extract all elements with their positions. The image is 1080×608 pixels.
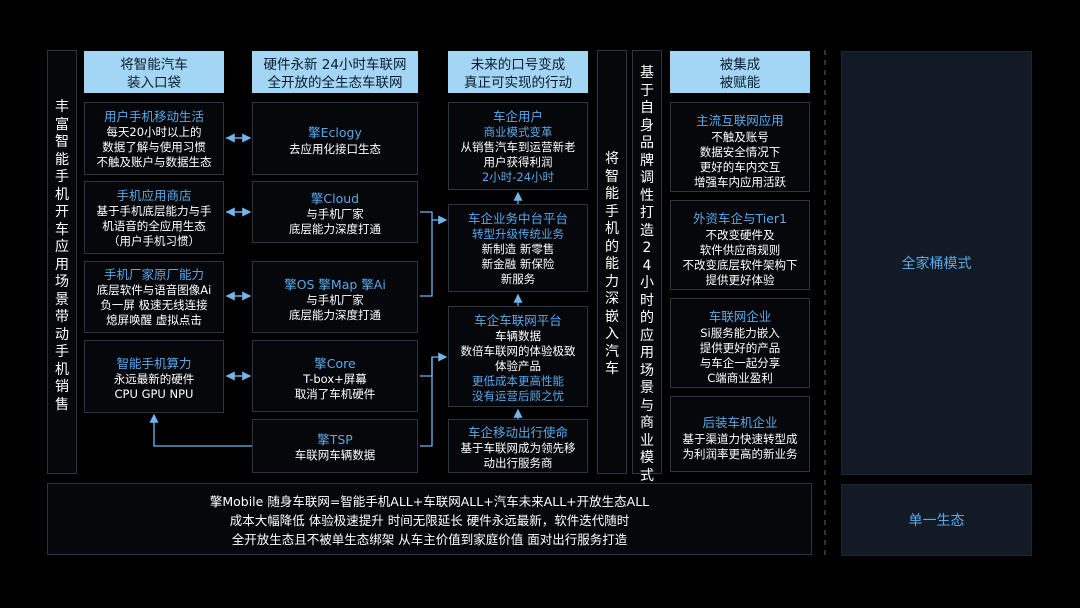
col3-box-middle-platform: 车企业务中台平台 转型升级传统业务 新制造 新零售 新金融 新保险 新服务 <box>448 204 588 292</box>
right-vertical-box: 基于自身品牌调性打造24小时的应用场景与商业模式 <box>632 50 662 484</box>
right-vertical-text: 基于自身品牌调性打造24小时的应用场景与商业模式 <box>640 65 654 484</box>
col3-box-mobility: 车企移动出行使命 基于车联网成为领先移 动出行服务商 <box>448 419 588 473</box>
bottom-summary-box: 擎Mobile 随身车联网=智能手机ALL+车联网ALL+汽车未来ALL+开放生… <box>47 483 812 555</box>
header-col3: 未来的口号变成真正可实现的行动 <box>448 51 588 93</box>
arrow-os-to-platform <box>420 220 433 297</box>
col2-box-cloud: 擎Cloud 与手机厂家 底层能力深度打通 <box>252 181 418 243</box>
col4-box-internet-apps: 主流互联网应用 不触及账号 数据安全情况下 更好的车内交互 增强车内应用活跃 <box>670 102 810 192</box>
arrow-core-to-connected <box>420 352 448 377</box>
col1-box-app-store: 手机应用商店 基于手机底层能力与手 机语音的全应用生态 （用户手机习惯） <box>84 181 224 254</box>
arrow-cloud-to-platform <box>420 211 448 225</box>
panel-full-suite-mode: 全家桶模式 <box>841 51 1032 475</box>
col4-box-foreign-oem: 外资车企与Tier1 不改变硬件及 软件供应商规则 不改变底层软件架构下 提供更… <box>670 200 810 290</box>
col1-box-mobile-life: 用户手机移动生活 每天20小时以上的 数据了解与使用习惯 不触及账户与数据生态 <box>84 102 224 175</box>
col2-box-tsp: 擎TSP 车联网车辆数据 <box>252 419 418 473</box>
left-vertical-text: 丰富智能手机开车应用场景 带动手机销售 <box>55 99 69 413</box>
header-col1: 将智能汽车装入口袋 <box>84 51 224 93</box>
arrow-tsp-to-compute <box>149 413 252 447</box>
col3-box-connected-platform: 车企车联网平台 车辆数据 数倍车联网的体验极致 体验产品 更低成本更高性能 没有… <box>448 306 588 407</box>
col1-box-compute: 智能手机算力 永远最新的硬件 CPU GPU NPU <box>84 340 224 413</box>
left-vertical-box: 丰富智能手机开车应用场景 带动手机销售 <box>47 50 77 474</box>
col2-box-core: 擎Core T-box+屏幕 取消了车机硬件 <box>252 340 418 412</box>
middle-vertical-text: 将智能手机的能力深嵌入汽车 <box>605 151 619 377</box>
col3-box-users: 车企用户 商业模式变革 从销售汽车到运营新老 用户获得利润 2小时-24小时 <box>448 102 588 190</box>
arrow-tsp-to-connected <box>420 357 433 447</box>
col2-box-os-map-ai: 擎OS 擎Map 擎Ai 与手机厂家 底层能力深度打通 <box>252 261 418 333</box>
panel-single-ecosystem: 单一生态 <box>841 484 1032 556</box>
col2-box-eclogy: 擎Eclogy 去应用化接口生态 <box>252 102 418 175</box>
header-col2: 硬件永新 24小时车联网全开放的全生态车联网 <box>252 51 418 93</box>
col1-box-oem-ability: 手机厂家原厂能力 底层软件与语音图像Ai 负一屏 极速无线连接 熄屏唤醒 虚拟点… <box>84 261 224 333</box>
header-col4: 被集成被赋能 <box>670 51 810 93</box>
col4-box-connected-enterprise: 车联网企业 Si服务能力嵌入 提供更好的产品 与车企一起分享 C端商业盈利 <box>670 298 810 388</box>
col4-box-aftermarket: 后装车机企业 基于渠道力快速转型成 为利润率更高的新业务 <box>670 396 810 472</box>
middle-vertical-box: 将智能手机的能力深嵌入汽车 <box>597 50 627 474</box>
